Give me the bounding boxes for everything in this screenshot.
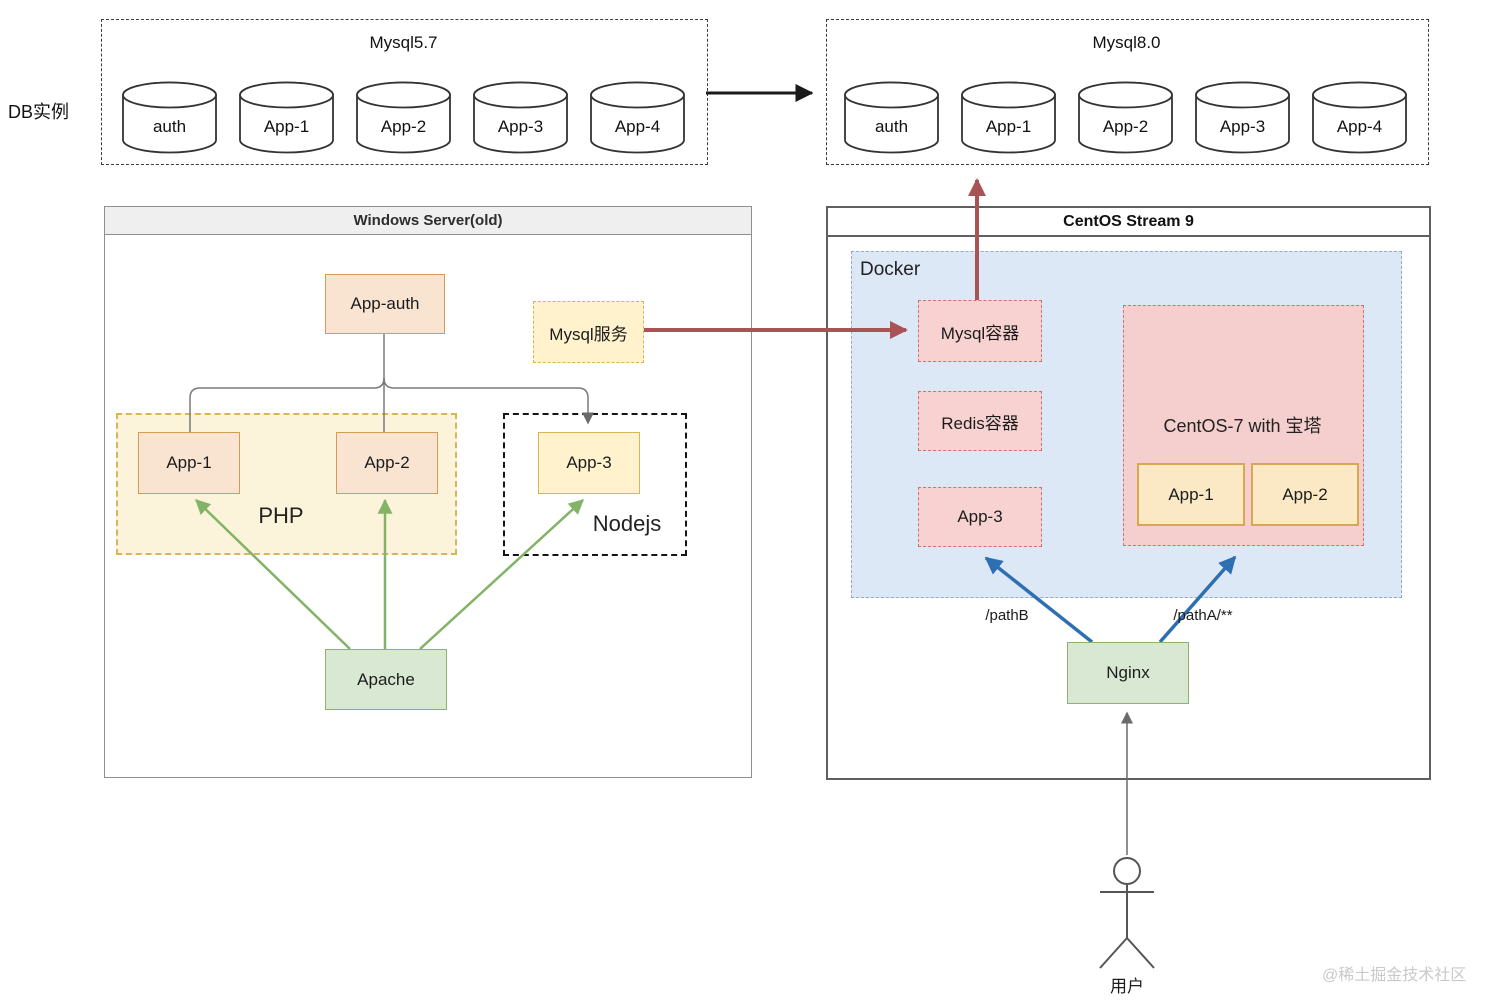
nginx-to-baota-arrow bbox=[1158, 555, 1237, 644]
centos-title: CentOS Stream 9 bbox=[1063, 212, 1194, 230]
db-cylinder-new-app3: App-3 bbox=[1194, 80, 1291, 155]
appauth-to-app1-line bbox=[189, 377, 385, 432]
docker-zone-label: Docker bbox=[860, 259, 921, 280]
database-cylinder-icon bbox=[590, 81, 685, 154]
route-pathb-label: /pathB bbox=[985, 607, 1029, 624]
db-cylinder-old-auth: auth bbox=[121, 80, 218, 155]
node-app3-container: App-3 bbox=[918, 487, 1042, 547]
nginx-to-app3-arrow bbox=[984, 556, 1094, 644]
database-cylinder-icon bbox=[356, 81, 451, 154]
appauth-to-app3-arrow bbox=[383, 377, 594, 425]
route-patha-label: /pathA/** bbox=[1173, 607, 1233, 624]
database-cylinder-icon bbox=[1078, 81, 1173, 154]
node-apache: Apache bbox=[325, 649, 447, 710]
windows-server-header: Windows Server(old) bbox=[105, 207, 751, 235]
db-name: App-1 bbox=[263, 117, 310, 136]
node-label: App-1 bbox=[1168, 484, 1214, 504]
node-label: App-2 bbox=[1282, 484, 1328, 504]
database-cylinder-icon bbox=[1312, 81, 1407, 154]
db-cylinder-new-auth: auth bbox=[843, 80, 940, 155]
user-label: 用户 bbox=[1110, 977, 1144, 996]
db-name: App-1 bbox=[985, 117, 1032, 136]
db-cylinder-old-app4: App-4 bbox=[589, 80, 686, 155]
apache-to-app1-arrow bbox=[195, 499, 351, 650]
windows-server-title: Windows Server(old) bbox=[353, 212, 503, 229]
node-nginx: Nginx bbox=[1067, 642, 1189, 704]
nodejs-zone-label: Nodejs bbox=[592, 511, 662, 536]
baota-zone-label: CentOS-7 with 宝塔 bbox=[1163, 416, 1322, 436]
db-cylinder-new-app1: App-1 bbox=[960, 80, 1057, 155]
node-label: App-3 bbox=[566, 453, 612, 472]
db-name: App-4 bbox=[1336, 117, 1383, 136]
db-name: auth bbox=[152, 117, 187, 136]
centos-header: CentOS Stream 9 bbox=[828, 208, 1429, 237]
database-cylinder-icon bbox=[1195, 81, 1290, 154]
database-cylinder-icon bbox=[239, 81, 334, 154]
db-name: App-3 bbox=[1219, 117, 1266, 136]
node-label: App-1 bbox=[166, 453, 212, 472]
database-cylinder-icon bbox=[473, 81, 568, 154]
db-cylinder-old-app1: App-1 bbox=[238, 80, 335, 155]
db-name: App-2 bbox=[380, 117, 427, 136]
mysql57-title: Mysql5.7 bbox=[369, 33, 438, 52]
db-name: auth bbox=[874, 117, 909, 136]
node-php-app2: App-2 bbox=[336, 432, 438, 494]
node-label: App-2 bbox=[364, 453, 410, 472]
db-name: App-2 bbox=[1102, 117, 1149, 136]
database-cylinder-icon bbox=[122, 81, 217, 154]
node-label: Nginx bbox=[1106, 663, 1150, 682]
db-cylinder-new-app2: App-2 bbox=[1077, 80, 1174, 155]
php-zone-label: PHP bbox=[258, 503, 304, 528]
node-label: Apache bbox=[357, 669, 415, 689]
database-cylinder-icon bbox=[844, 81, 939, 154]
db-instances-label: DB实例 bbox=[8, 102, 70, 122]
node-baota-app2: App-2 bbox=[1251, 463, 1359, 526]
mysql80-title: Mysql8.0 bbox=[1092, 33, 1161, 52]
node-label: Mysql容器 bbox=[940, 323, 1020, 343]
watermark: @稀土掘金技术社区 bbox=[1322, 967, 1467, 984]
db-name: App-4 bbox=[614, 117, 661, 136]
node-baota-app1: App-1 bbox=[1137, 463, 1245, 526]
database-cylinder-icon bbox=[961, 81, 1056, 154]
node-app-auth: App-auth bbox=[325, 274, 445, 334]
node-label: Redis容器 bbox=[941, 413, 1019, 433]
db-cylinder-new-app4: App-4 bbox=[1311, 80, 1408, 155]
node-php-app1: App-1 bbox=[138, 432, 240, 494]
node-nodejs-app3: App-3 bbox=[538, 432, 640, 494]
node-mysql-service: Mysql服务 bbox=[533, 301, 644, 363]
db-cylinder-old-app3: App-3 bbox=[472, 80, 569, 155]
node-mysql-container: Mysql容器 bbox=[918, 300, 1042, 362]
node-redis-container: Redis容器 bbox=[918, 391, 1042, 451]
db-name: App-3 bbox=[497, 117, 544, 136]
node-label: App-auth bbox=[350, 294, 420, 313]
node-label: Mysql服务 bbox=[549, 324, 628, 344]
db-cylinder-old-app2: App-2 bbox=[355, 80, 452, 155]
node-label: App-3 bbox=[957, 507, 1003, 526]
apache-to-app3-arrow bbox=[419, 499, 584, 650]
user-stick-figure-icon bbox=[1099, 857, 1155, 969]
